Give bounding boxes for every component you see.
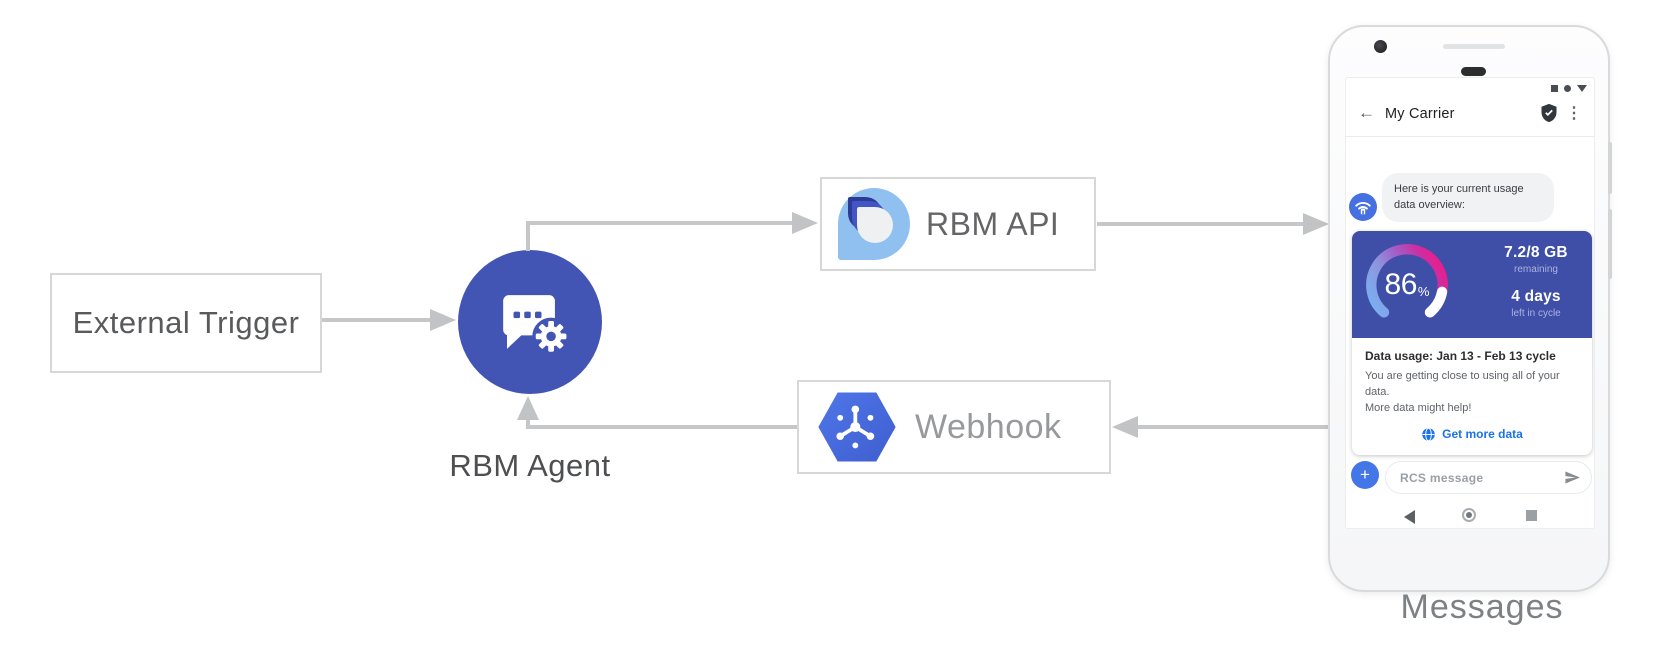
usage-gauge (1366, 244, 1448, 318)
external-trigger-label: External Trigger (72, 305, 300, 340)
verified-shield-icon (1541, 103, 1557, 123)
gauge-value: 86 (1384, 268, 1418, 301)
phone-screen: ← My Carrier ⋮ Here is your current u (1345, 77, 1595, 529)
conversation-header: ← My Carrier ⋮ (1346, 98, 1594, 134)
speaker-slot (1443, 44, 1505, 49)
overflow-menu-icon[interactable]: ⋮ (1566, 105, 1582, 122)
node-webhook: Webhook (797, 380, 1111, 474)
stat-value: 4 days (1511, 288, 1561, 305)
phone-mockup: ← My Carrier ⋮ Here is your current u (1328, 25, 1612, 592)
stat-caption: remaining (1514, 264, 1558, 275)
globe-icon (1422, 427, 1435, 442)
nav-back-icon[interactable] (1404, 510, 1415, 524)
usage-card-text: You are getting close to using all of yo… (1365, 369, 1579, 417)
cloud-hexagon-network-icon (818, 392, 896, 462)
rbm-api-label: RBM API (926, 205, 1060, 242)
usage-card-title: Data usage: Jan 13 - Feb 13 cycle (1365, 349, 1556, 363)
node-rbm-api: RBM API (820, 177, 1096, 271)
stat-caption: left in cycle (1511, 308, 1561, 319)
usage-card-hero: 86 % 7.2/8 GB remaining 4 days left in c… (1352, 231, 1592, 338)
status-square-icon (1551, 85, 1558, 92)
arrowhead-left-icon (1112, 416, 1138, 438)
back-arrow-icon[interactable]: ← (1358, 103, 1375, 122)
webhook-label: Webhook (915, 407, 1062, 446)
usage-card-body: Data usage: Jan 13 - Feb 13 cycle You ar… (1352, 338, 1592, 455)
volume-button (1608, 209, 1612, 279)
gauge-percent: 86 % (1360, 238, 1454, 332)
card-text-line: You are getting close to using all of yo… (1365, 370, 1560, 398)
nav-recents-icon[interactable] (1526, 510, 1537, 521)
node-external-trigger: External Trigger (50, 273, 322, 373)
carrier-avatar (1349, 193, 1377, 221)
bubble-line: data overview: (1394, 198, 1465, 211)
get-more-data-button[interactable]: Get more data (1365, 427, 1579, 442)
connector-agent-to-api-vertical (526, 223, 530, 251)
arrowhead-right-icon (792, 212, 818, 234)
messages-caption: Messages (1400, 588, 1564, 626)
connector-webhook-to-agent-horizontal (526, 425, 797, 429)
bubble-line: Here is your current usage (1394, 183, 1524, 195)
agent-message-bubble: Here is your current usage data overview… (1382, 173, 1554, 223)
gauge-unit: % (1417, 283, 1430, 299)
arrowhead-right-icon (1303, 213, 1329, 235)
wifi-hotspot-icon (1355, 201, 1371, 215)
android-nav-bar (1346, 506, 1594, 528)
rcs-message-input[interactable] (1400, 470, 1564, 485)
connector-phone-to-webhook (1135, 425, 1332, 429)
earpiece (1461, 67, 1486, 76)
send-icon[interactable] (1564, 469, 1581, 486)
rbm-agent-label: RBM Agent (449, 448, 611, 483)
connector-agent-to-api-horizontal (526, 221, 794, 225)
stat-value: 7.2/8 GB (1504, 244, 1568, 261)
power-button (1608, 142, 1612, 194)
add-attachment-button[interactable]: + (1351, 461, 1379, 489)
header-divider (1346, 136, 1594, 137)
card-text-line: More data might help! (1365, 401, 1472, 414)
conversation-title: My Carrier (1385, 106, 1455, 122)
plus-icon: + (1360, 465, 1370, 484)
data-usage-card: 86 % 7.2/8 GB remaining 4 days left in c… (1352, 231, 1592, 455)
connector-trigger-to-agent (322, 318, 432, 322)
arrowhead-up-icon (517, 396, 539, 420)
connector-webhook-to-agent-vertical (526, 416, 530, 427)
chat-bubble-gear-icon (503, 295, 570, 356)
status-bar (1551, 85, 1587, 92)
stat-remaining: 7.2/8 GB remaining (1482, 244, 1590, 275)
connector-api-to-phone (1097, 222, 1307, 226)
stat-days-left: 4 days left in cycle (1482, 288, 1590, 319)
rbm-teardrop-logo-icon (838, 188, 910, 260)
message-compose-bar[interactable] (1385, 461, 1592, 494)
status-triangle-icon (1577, 85, 1587, 92)
get-more-data-label: Get more data (1442, 427, 1523, 442)
usage-stats: 7.2/8 GB remaining 4 days left in cycle (1482, 244, 1590, 319)
arrowhead-right-icon (430, 309, 456, 331)
node-rbm-agent (458, 250, 602, 394)
nav-home-icon[interactable] (1462, 508, 1476, 522)
status-circle-icon (1564, 85, 1571, 92)
front-camera (1374, 40, 1387, 53)
